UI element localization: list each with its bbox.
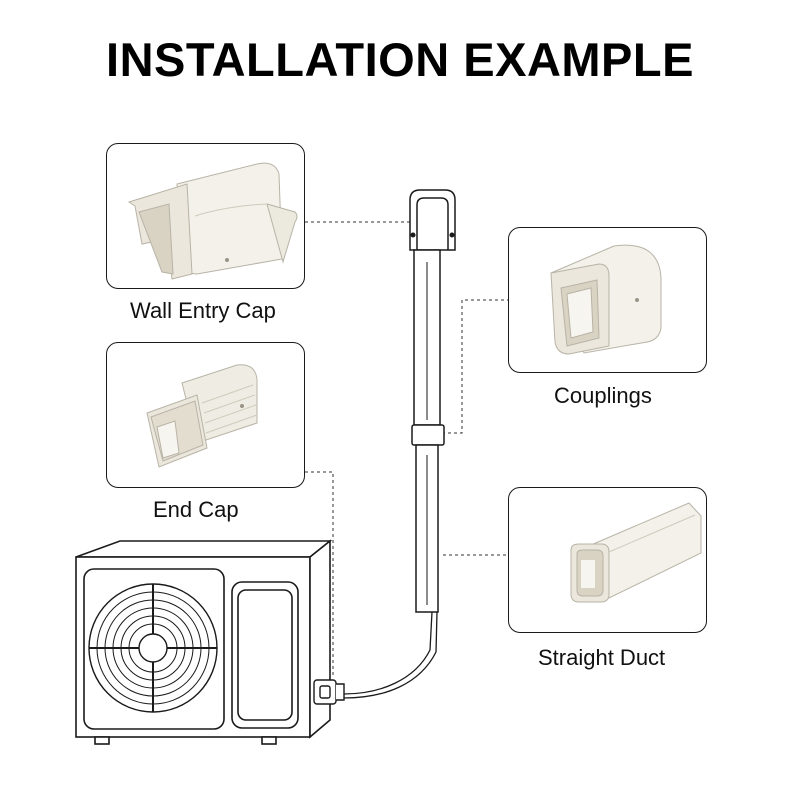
outdoor-ac-unit: [75, 539, 333, 745]
end-cap-installed: [313, 679, 345, 705]
label-end-cap: End Cap: [153, 497, 239, 522]
leader-line-end-cap: [305, 471, 334, 676]
card-straight-duct: [508, 487, 707, 633]
label-straight-duct: Straight Duct: [538, 645, 666, 670]
leader-lines: [305, 221, 508, 676]
leader-line-couplings: [442, 299, 508, 434]
label-couplings: Couplings: [554, 383, 652, 408]
line-set-tubing: [343, 611, 438, 699]
fan-grille: [88, 583, 218, 713]
wall-entry-cap-image: [127, 162, 298, 280]
page-title: INSTALLATION EXAMPLE: [106, 33, 694, 86]
card-end-cap: [106, 342, 305, 488]
duct-run: [409, 189, 456, 613]
straight-duct-image: [570, 502, 702, 603]
label-wall-entry-cap: Wall Entry Cap: [130, 298, 276, 323]
card-couplings: [508, 227, 707, 373]
couplings-image: [550, 244, 662, 355]
card-wall-entry-cap: [106, 143, 305, 289]
end-cap-image: [146, 364, 258, 468]
